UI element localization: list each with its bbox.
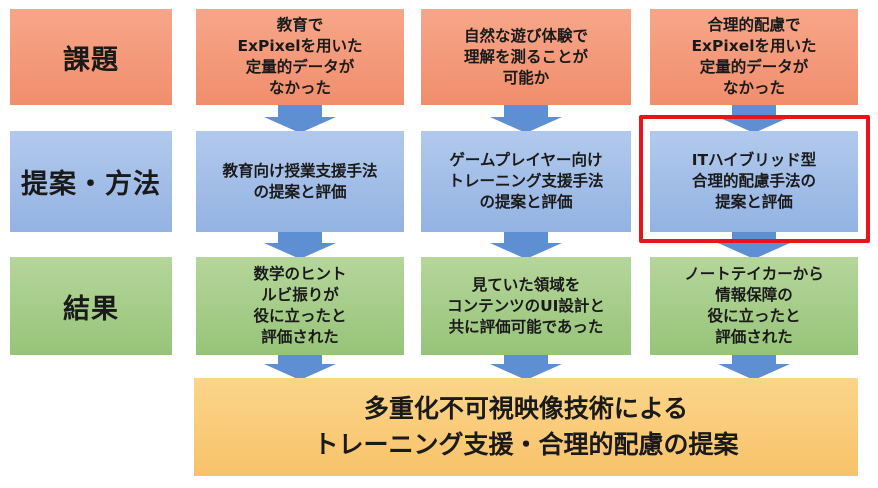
col3-result-text: ノートテイカーから 情報保障の 役に立ったと 評価された [684,265,824,346]
arrow-head [718,243,790,259]
arrow-head [490,243,562,259]
conclusion-box: 多重化不可視映像技術による トレーニング支援・合理的配慮の提案 [194,378,858,476]
col1-method: 教育向け授業支援手法 の提案と評価 [196,131,404,232]
row-label-issue: 課題 [10,9,172,105]
conclusion-text: 多重化不可視映像技術による トレーニング支援・合理的配慮の提案 [313,394,739,459]
row-label-issue-text: 課題 [63,44,119,76]
col2-issue-text: 自然な遊び体験で 理解を測ることが 可能か [463,26,588,87]
arrow-head [490,117,562,133]
row-label-result-text: 結果 [63,293,119,325]
col2-result-text: 見ていた領域を コンテンツのUI設計と 共に評価可能であった [447,275,605,336]
arrow-shaft [732,101,776,117]
col2-result: 見ていた領域を コンテンツのUI設計と 共に評価可能であった [421,257,631,355]
col3-issue-text: 合理的配慮で ExPixelを用いた 定量的データが なかった [691,16,817,97]
arrow-head [718,364,790,380]
arrow-shaft [278,101,322,117]
row-label-method: 提案・方法 [10,131,172,232]
highlight-frame [639,115,870,243]
col1-result: 数学のヒント ルビ振りが 役に立ったと 評価された [196,257,404,355]
row-label-result: 結果 [10,257,172,355]
row-label-method-text: 提案・方法 [21,169,161,200]
col2-method-text: ゲームプレイヤー向け トレーニング支援手法 の提案と評価 [448,151,604,211]
col1-method-text: 教育向け授業支援手法 の提案と評価 [222,161,378,201]
col2-issue: 自然な遊び体験で 理解を測ることが 可能か [421,9,631,105]
col3-method: ITハイブリッド型 合理的配慮手法の 提案と評価 [650,131,858,232]
arrow-head [490,364,562,380]
col1-issue: 教育で ExPixelを用いた 定量的データが なかった [196,9,404,105]
arrow-head [718,117,790,133]
arrow-shaft [504,101,548,117]
col2-method: ゲームプレイヤー向け トレーニング支援手法 の提案と評価 [421,131,631,232]
arrow-head [264,117,336,133]
col3-issue: 合理的配慮で ExPixelを用いた 定量的データが なかった [650,9,858,105]
col3-method-text: ITハイブリッド型 合理的配慮手法の 提案と評価 [691,151,817,211]
col1-issue-text: 教育で ExPixelを用いた 定量的データが なかった [237,16,363,97]
arrow-head [264,243,336,259]
col1-result-text: 数学のヒント ルビ振りが 役に立ったと 評価された [253,265,347,346]
col3-result: ノートテイカーから 情報保障の 役に立ったと 評価された [650,257,858,355]
arrow-head [264,364,336,380]
